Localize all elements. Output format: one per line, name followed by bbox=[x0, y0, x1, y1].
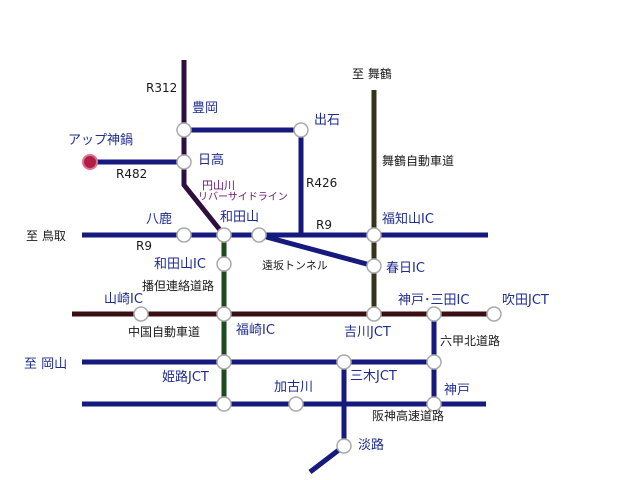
label-kasuga-ic: 春日IC bbox=[386, 261, 425, 276]
node-suita-jct[interactable] bbox=[486, 306, 502, 322]
label-rokko-kita: 六甲北道路 bbox=[440, 334, 501, 348]
label-hidaka: 日高 bbox=[198, 153, 225, 168]
label-r9-left: R9 bbox=[136, 239, 152, 253]
label-yokawa-jct: 吉川JCT bbox=[344, 325, 391, 340]
label-kobe-sanda-ic: 神戸･三田IC bbox=[398, 293, 470, 308]
label-kakogawa: 加古川 bbox=[274, 380, 314, 395]
node-izushi[interactable] bbox=[293, 122, 309, 138]
label-toyooka: 豊岡 bbox=[192, 101, 219, 116]
label-fukusaki-ic: 福崎IC bbox=[236, 323, 275, 338]
node-wadayama-ic[interactable] bbox=[216, 256, 232, 272]
node-hidaka[interactable] bbox=[176, 154, 192, 170]
node-kasuga-ic[interactable] bbox=[366, 258, 382, 274]
label-maruyama-line2: リバーサイドライン bbox=[198, 192, 288, 203]
app-kobe-marker[interactable] bbox=[82, 154, 98, 170]
label-chugoku-expwy: 中国自動車道 bbox=[128, 325, 201, 339]
node-fukuchiyama-ic[interactable] bbox=[366, 227, 382, 243]
node-awaji[interactable] bbox=[336, 438, 352, 454]
label-bantan-road: 播但連絡道路 bbox=[142, 279, 215, 293]
label-to-okayama: 至 岡山 bbox=[24, 357, 68, 372]
label-wadayama: 和田山 bbox=[220, 210, 260, 225]
node-himeji-south[interactable] bbox=[216, 396, 232, 412]
label-r312: R312 bbox=[146, 81, 178, 95]
label-izushi: 出石 bbox=[314, 113, 341, 128]
label-r482: R482 bbox=[116, 167, 148, 181]
label-suita-jct: 吹田JCT bbox=[502, 293, 549, 308]
node-miki-jct[interactable] bbox=[336, 354, 352, 370]
node-kobe-sanda-ic[interactable] bbox=[426, 306, 442, 322]
node-yamasaki-ic[interactable] bbox=[133, 306, 149, 322]
label-to-maizuru: 至 舞鶴 bbox=[352, 67, 392, 81]
label-miki-jct: 三木JCT bbox=[350, 369, 397, 384]
label-maizuru-expwy: 舞鶴自動車道 bbox=[382, 154, 455, 168]
label-app-kobe: アップ神鍋 bbox=[68, 133, 134, 148]
label-to-tottori: 至 鳥取 bbox=[26, 229, 66, 243]
label-wadayama-ic: 和田山IC bbox=[154, 257, 206, 272]
label-himeji-jct: 姫路JCT bbox=[162, 370, 209, 385]
route-awaji bbox=[308, 362, 347, 474]
label-tosaka-tunnel: 遠坂トンネル bbox=[262, 259, 328, 272]
label-yamasaki-ic: 山崎IC bbox=[104, 292, 143, 307]
node-yoka[interactable] bbox=[176, 227, 192, 243]
node-kakogawa[interactable] bbox=[288, 396, 304, 412]
label-r426: R426 bbox=[306, 176, 338, 190]
node-tosaka-west[interactable] bbox=[251, 227, 267, 243]
route-r312 bbox=[181, 60, 226, 237]
node-fukusaki-ic[interactable] bbox=[216, 306, 232, 322]
label-fukuchiyama-ic: 福知山IC bbox=[382, 212, 434, 227]
node-wadayama[interactable] bbox=[216, 227, 232, 243]
tosaka-tunnel-road bbox=[258, 232, 375, 269]
node-kobe[interactable] bbox=[426, 396, 442, 412]
label-yoka: 八鹿 bbox=[146, 212, 173, 227]
node-toyooka[interactable] bbox=[176, 122, 192, 138]
node-yokawa-jct[interactable] bbox=[366, 306, 382, 322]
label-awaji: 淡路 bbox=[358, 438, 385, 453]
node-rokko-kita[interactable] bbox=[426, 354, 442, 370]
node-himeji-jct[interactable] bbox=[216, 354, 232, 370]
label-r9-right: R9 bbox=[316, 218, 332, 232]
label-maruyama-line1: 円山川 bbox=[202, 179, 235, 192]
label-kobe: 神戸 bbox=[444, 383, 471, 398]
label-hanshin-expwy: 阪神高速道路 bbox=[372, 409, 445, 423]
